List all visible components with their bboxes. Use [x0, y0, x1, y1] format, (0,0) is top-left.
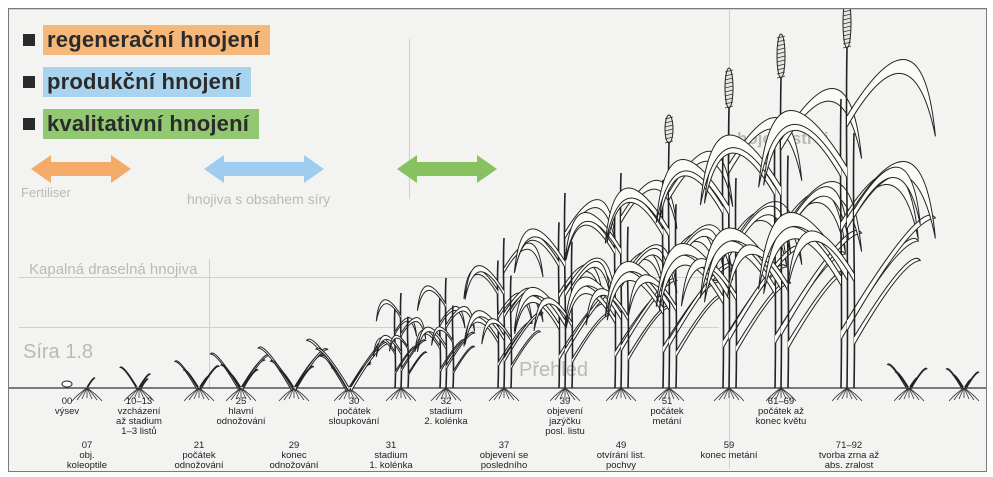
stage-label: 32 stadium 2. kolénka — [424, 397, 467, 427]
stage-label: 59 konec metání — [700, 441, 757, 461]
stage-label: 61–69 počátek až konec květu — [756, 397, 807, 427]
stage-label: 30 počátek sloupkování — [329, 397, 380, 427]
stage-label: 07 obj. koleoptile — [67, 441, 107, 471]
plant-icon — [175, 361, 219, 401]
plant-icon — [62, 381, 72, 387]
diagram-frame: Kapalná draselná hnojiva Síra 1.8 hnojiv… — [8, 8, 987, 472]
stage-label: 37 objevení se posledního listu — [480, 441, 529, 472]
plant-icon — [307, 339, 389, 401]
stage-label: 51 počátek metání — [650, 397, 683, 427]
plant-icon — [258, 347, 327, 401]
stage-label: 10–13 vzcházení až stadium 1–3 listů — [116, 397, 162, 437]
stage-label: 39 objevení jazýčku posl. listu — [545, 397, 585, 437]
stage-label: 49 otvírání list. pochvy — [597, 441, 646, 471]
stage-label: 25 hlavní odnožování — [216, 397, 265, 427]
stage-label: 71–92 tvorba zrna až abs. zralost — [819, 441, 879, 471]
stage-label: 29 konec odnožování — [269, 441, 318, 471]
plant-icon — [210, 353, 269, 401]
stage-label: 31 stadium 1. kolénka — [369, 441, 412, 471]
plant-icon — [464, 238, 543, 401]
stage-label: 00 výsev — [55, 397, 79, 417]
plant-icon — [888, 364, 927, 401]
plant-icon — [946, 368, 979, 401]
stage-label: 21 počátek odnožování — [174, 441, 223, 471]
plant-icon — [759, 9, 936, 401]
